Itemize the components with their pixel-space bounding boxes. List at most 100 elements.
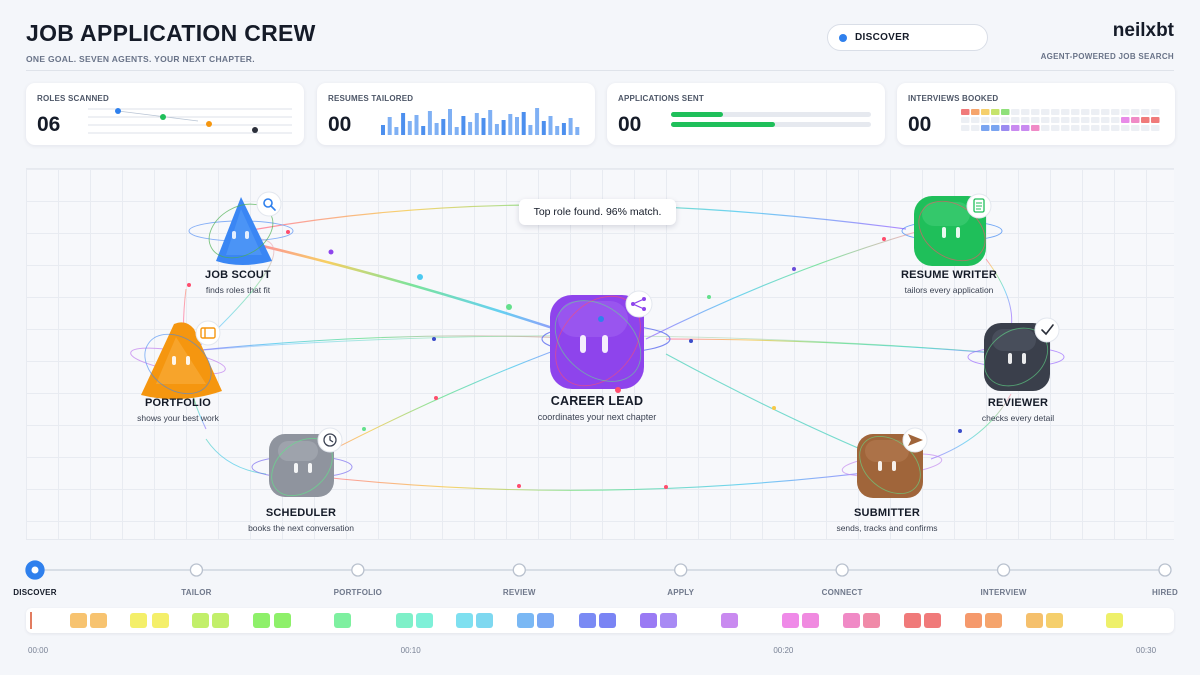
stage-marker-review[interactable]: [512, 563, 526, 577]
activity-block[interactable]: [334, 613, 351, 628]
activity-block[interactable]: [253, 613, 270, 628]
roles-scanned-sparkline: [88, 108, 292, 134]
stage-marker-hired[interactable]: [1158, 563, 1172, 577]
resume-bar: [414, 115, 419, 135]
stage-marker-apply[interactable]: [674, 563, 688, 577]
stage-label-portfolio[interactable]: PORTFOLIO: [333, 588, 383, 597]
stage-marker-interview[interactable]: [996, 563, 1011, 577]
stat-value: 00: [908, 113, 932, 136]
portfolio-node[interactable]: PORTFOLIO shows your best work: [78, 397, 278, 423]
career-lead-avatar[interactable]: [538, 280, 671, 403]
stage-marker-portfolio[interactable]: [351, 563, 365, 577]
activity-block[interactable]: [640, 613, 657, 628]
interview-cell: [1011, 109, 1020, 115]
stage-track: [25, 560, 1172, 580]
activity-block[interactable]: [721, 613, 738, 628]
agent-name: JOB SCOUT: [205, 269, 271, 281]
activity-block[interactable]: [274, 613, 291, 628]
job-scout-node[interactable]: JOB SCOUT finds roles that fit: [138, 269, 338, 295]
activity-timeline-strip[interactable]: [26, 608, 1174, 633]
activity-block[interactable]: [476, 613, 493, 628]
stage-label-discover[interactable]: DISCOVER: [13, 588, 57, 597]
interview-cell: [1131, 125, 1140, 131]
activity-block[interactable]: [416, 613, 433, 628]
career-lead-node[interactable]: CAREER LEAD coordinates your next chapte…: [497, 394, 697, 422]
stat-label: RESUMES TAILORED: [328, 94, 414, 103]
activity-block[interactable]: [456, 613, 473, 628]
mode-selector[interactable]: DISCOVER: [827, 24, 988, 51]
reviewer-avatar[interactable]: [967, 316, 1065, 398]
submitter-avatar[interactable]: [841, 425, 943, 505]
stage-label-review[interactable]: REVIEW: [502, 588, 536, 597]
send-icon: [902, 427, 928, 453]
stage-label-apply[interactable]: APPLY: [667, 588, 695, 597]
activity-block[interactable]: [599, 613, 616, 628]
activity-block[interactable]: [924, 613, 941, 628]
agent-name: RESUME WRITER: [900, 269, 998, 281]
interview-cell: [1121, 109, 1130, 115]
interview-cell: [1041, 109, 1050, 115]
activity-block[interactable]: [90, 613, 107, 628]
activity-blocks: [30, 612, 1123, 629]
activity-block[interactable]: [802, 613, 819, 628]
stat-label: APPLICATIONS SENT: [618, 94, 704, 103]
stage-label-connect[interactable]: CONNECT: [821, 588, 863, 597]
activity-block[interactable]: [152, 613, 169, 628]
agent-name: SCHEDULER: [265, 507, 337, 519]
interview-cell: [1031, 125, 1040, 131]
portfolio-avatar[interactable]: [129, 322, 227, 406]
resume-bar: [561, 123, 566, 135]
resume-bar: [421, 126, 426, 135]
resume-writer-avatar[interactable]: [901, 189, 1003, 273]
interview-cell: [1001, 109, 1010, 115]
interview-cell: [991, 125, 1000, 131]
resume-bar: [575, 127, 580, 135]
activity-block[interactable]: [660, 613, 677, 628]
resume-writer-node[interactable]: RESUME WRITER tailors every application: [849, 269, 1049, 295]
activity-block[interactable]: [212, 613, 229, 628]
stage-marker-tailor[interactable]: [189, 563, 204, 577]
interview-cell: [1091, 125, 1100, 131]
activity-block[interactable]: [985, 613, 1002, 628]
interview-cell: [1121, 125, 1130, 131]
activity-block[interactable]: [904, 613, 921, 628]
activity-block[interactable]: [843, 613, 860, 628]
activity-block[interactable]: [1106, 613, 1123, 628]
activity-block[interactable]: [782, 613, 799, 628]
stage-label-hired[interactable]: HIRED: [1152, 588, 1178, 597]
resume-bar: [555, 126, 560, 135]
share-icon: [625, 290, 653, 318]
reviewer-node[interactable]: REVIEWER checks every detail: [918, 397, 1118, 423]
activity-block[interactable]: [396, 613, 413, 628]
submitter-node[interactable]: SUBMITTER sends, tracks and confirms: [787, 507, 987, 533]
activity-block[interactable]: [517, 613, 534, 628]
stage-marker-connect[interactable]: [835, 563, 849, 577]
activity-block[interactable]: [579, 613, 596, 628]
activity-block[interactable]: [1046, 613, 1063, 628]
activity-block[interactable]: [965, 613, 982, 628]
activity-block[interactable]: [70, 613, 87, 628]
resume-bar: [521, 112, 526, 135]
activity-block[interactable]: [192, 613, 209, 628]
interview-cell: [1031, 117, 1040, 123]
stage-label-interview[interactable]: INTERVIEW: [980, 588, 1027, 597]
interview-cell: [1011, 117, 1020, 123]
interview-cell: [1081, 125, 1090, 131]
activity-block[interactable]: [863, 613, 880, 628]
resume-bar: [494, 124, 499, 135]
stage-label-tailor[interactable]: TAILOR: [181, 588, 212, 597]
resume-bar: [394, 127, 399, 135]
activity-block[interactable]: [1026, 613, 1043, 628]
scheduler-node[interactable]: SCHEDULER books the next conversation: [201, 507, 401, 533]
interview-cell: [1001, 125, 1010, 131]
activity-block[interactable]: [130, 613, 147, 628]
interview-cell: [1111, 109, 1120, 115]
interview-cell: [1111, 125, 1120, 131]
agent-name: SUBMITTER: [854, 507, 920, 519]
scheduler-avatar[interactable]: [251, 427, 353, 507]
interview-cell: [1101, 109, 1110, 115]
activity-block[interactable]: [537, 613, 554, 628]
agent-name: REVIEWER: [987, 397, 1049, 409]
interview-cell: [1051, 125, 1060, 131]
agent-description: shows your best work: [137, 413, 219, 423]
